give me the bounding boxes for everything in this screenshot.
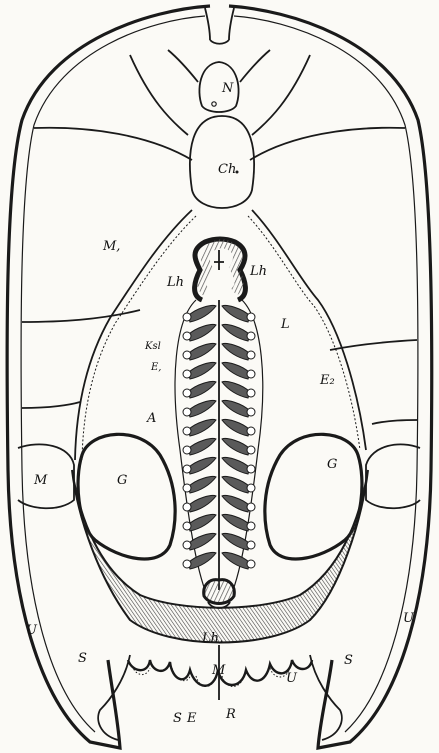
gill-bar-right xyxy=(222,552,250,569)
gill-bar-right xyxy=(222,400,250,417)
gill-vessel-right xyxy=(247,313,255,321)
gill-bar-left xyxy=(188,400,216,417)
gill-bar-left xyxy=(188,495,216,512)
gill-vessel-right xyxy=(247,522,255,530)
label-M-bottom: M xyxy=(211,663,226,678)
gill-vessel-right xyxy=(247,389,255,397)
gill-bar-right xyxy=(222,438,250,455)
gill-vessel-right xyxy=(247,541,255,549)
label-R: R xyxy=(225,707,236,722)
label-S-right: S xyxy=(344,653,353,668)
label-Ch: Ch xyxy=(218,162,236,177)
gill-bar-left xyxy=(188,552,216,569)
label-A: A xyxy=(146,411,156,426)
gill-bar-right xyxy=(222,457,250,474)
gill-vessel-left xyxy=(183,541,191,549)
gill-bar-left xyxy=(188,324,216,341)
gill-bar-left xyxy=(188,343,216,360)
gill-vessel-left xyxy=(183,313,191,321)
gill-vessel-left xyxy=(183,427,191,435)
gill-bar-left xyxy=(188,438,216,455)
central-canal xyxy=(212,102,216,106)
label-Lh-right: Lh xyxy=(249,264,267,279)
gill-vessel-right xyxy=(247,560,255,568)
gill-vessel-right xyxy=(247,427,255,435)
gill-bar-left xyxy=(188,362,216,379)
gill-vessel-left xyxy=(183,484,191,492)
label-Lh-left: Lh xyxy=(166,275,184,290)
gill-vessel-right xyxy=(247,408,255,416)
label-M1: M, xyxy=(102,239,120,254)
gill-vessel-left xyxy=(183,560,191,568)
endostyle-ridge xyxy=(214,250,224,270)
label-M-left: M xyxy=(33,473,48,488)
gill-vessel-left xyxy=(183,503,191,511)
gill-vessel-right xyxy=(247,370,255,378)
gill-vessel-left xyxy=(183,522,191,530)
label-Lh1: Lh, xyxy=(201,631,223,646)
gill-bar-left xyxy=(188,514,216,531)
label-U-left: U xyxy=(26,623,38,638)
gill-vessel-right xyxy=(247,446,255,454)
metapleural-right xyxy=(366,444,420,508)
gill-bar-right xyxy=(222,343,250,360)
label-G-left: G xyxy=(117,473,127,488)
gill-bar-right xyxy=(222,476,250,493)
label-N: N xyxy=(221,81,234,96)
transverse-muscle xyxy=(72,470,368,643)
label-E2: E₂ xyxy=(319,373,335,388)
gill-vessel-right xyxy=(247,465,255,473)
label-Ksl: Ksl xyxy=(144,341,161,352)
gill-vessel-left xyxy=(183,370,191,378)
label-E-bottom: E xyxy=(186,711,197,726)
gill-bar-right xyxy=(222,362,250,379)
label-G-right: G xyxy=(327,457,337,472)
pharynx-bottom xyxy=(204,580,235,604)
gill-bar-left xyxy=(188,457,216,474)
atrial-wall-inner xyxy=(82,216,360,460)
gill-bar-right xyxy=(222,495,250,512)
gill-vessel-left xyxy=(183,351,191,359)
gill-vessel-right xyxy=(247,484,255,492)
gill-vessel-left xyxy=(183,332,191,340)
label-L: L xyxy=(280,317,290,332)
gill-vessel-left xyxy=(183,465,191,473)
gill-bar-left xyxy=(188,381,216,398)
label-S-bottom: S xyxy=(173,711,182,726)
pharynx-top-inner xyxy=(202,244,239,292)
gill-bar-right xyxy=(222,514,250,531)
gill-bar-left xyxy=(188,419,216,436)
gill-bar-right xyxy=(222,305,250,322)
label-E1: E, xyxy=(150,362,161,373)
gill-vessel-right xyxy=(247,503,255,511)
label-U-right: U xyxy=(403,611,415,626)
gill-vessel-left xyxy=(183,408,191,416)
gill-bar-right xyxy=(222,419,250,436)
gill-vessel-right xyxy=(247,351,255,359)
gill-vessel-right xyxy=(247,332,255,340)
gill-bar-right xyxy=(222,324,250,341)
gill-bar-left xyxy=(188,476,216,493)
dorsal-notch xyxy=(205,8,234,44)
label-U-bottom: U xyxy=(286,671,298,686)
gill-vessel-left xyxy=(183,446,191,454)
gill-bar-left xyxy=(188,305,216,322)
gill-vessel-left xyxy=(183,389,191,397)
label-S-left: S xyxy=(78,651,87,666)
gill-bar-right xyxy=(222,381,250,398)
